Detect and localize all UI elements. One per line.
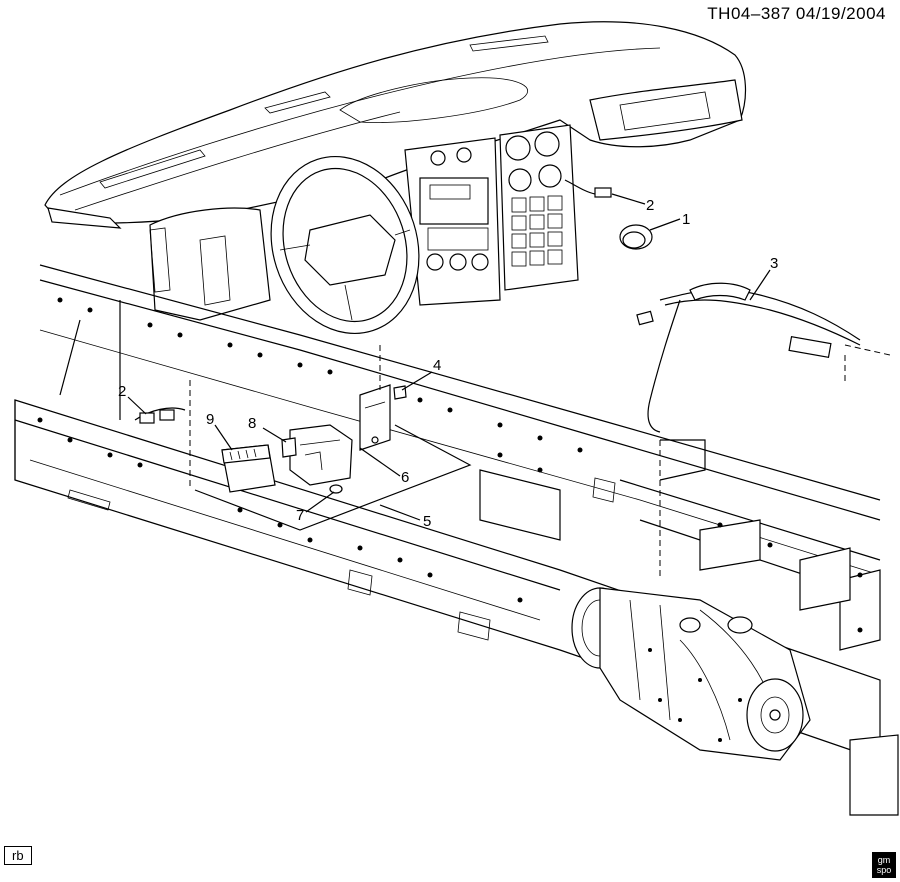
group-5-outline: [194, 424, 472, 531]
drawing-code: TH04–387 04/19/2004: [707, 4, 886, 23]
part-8-mount: [281, 424, 353, 486]
part-2-connector-upper: [564, 179, 612, 198]
callout-7: 7: [296, 507, 304, 524]
callout-2-upper: 2: [646, 197, 654, 214]
frame-holes: [37, 297, 863, 633]
callout-4: 4: [433, 357, 441, 374]
part-1-cap: [619, 224, 653, 250]
part-7-bolt: [329, 484, 343, 494]
callout-8: 8: [248, 415, 256, 432]
transfer-case: [571, 587, 811, 761]
corner-tag: rb: [4, 846, 32, 865]
callout-1: 1: [682, 211, 690, 228]
leader-lines: [127, 193, 771, 521]
callout-5: 5: [423, 513, 431, 530]
part-9-module: [221, 444, 276, 493]
callout-9: 9: [206, 411, 214, 428]
part-2-connector-lower: [134, 407, 186, 424]
part-4-clip: [393, 385, 407, 400]
part-6-bracket: [359, 384, 391, 451]
steering-wheel: [270, 155, 420, 335]
callout-2-lower: 2: [118, 383, 126, 400]
callout-3: 3: [770, 255, 778, 272]
part-3-harness: [636, 282, 891, 433]
switch-panel: [511, 195, 563, 267]
dashboard: [44, 21, 747, 335]
callout-6: 6: [401, 469, 409, 486]
